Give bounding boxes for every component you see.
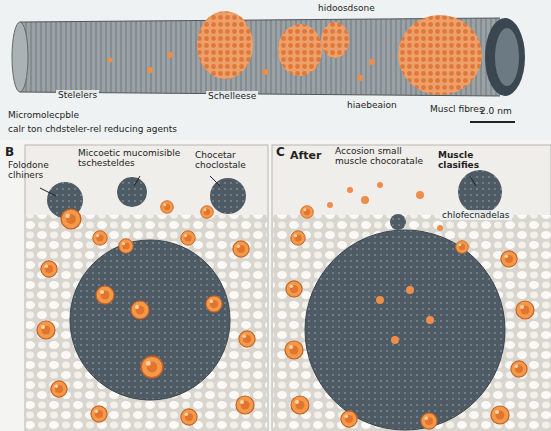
part-label: Schelleese [206, 91, 258, 101]
part-label: C [276, 146, 285, 160]
part-label: 2.0 nm [480, 106, 512, 116]
part-label: Chocetar choclostale [195, 150, 265, 171]
part-label: Muscle clasifies [438, 150, 508, 171]
part-label: Folodone clhiners [8, 160, 60, 181]
part-label: Miccoetic mucomisible tschesteldes [78, 148, 188, 169]
part-label: B [5, 146, 14, 160]
part-label: Stelelers [56, 90, 99, 100]
part-label: calr ton chdsteler-rel reducing agents [8, 124, 177, 134]
part-label: chlofecnadelas [440, 210, 512, 220]
part-label: Micromolecpble [8, 110, 79, 120]
part-label: Accosion small muscle chocoratale [335, 146, 430, 167]
part-label: Muscl fibres [428, 104, 486, 114]
part-label: After [290, 150, 321, 163]
part-label: hiaebeaion [345, 100, 399, 110]
part-label: hidoosdsone [316, 3, 377, 13]
